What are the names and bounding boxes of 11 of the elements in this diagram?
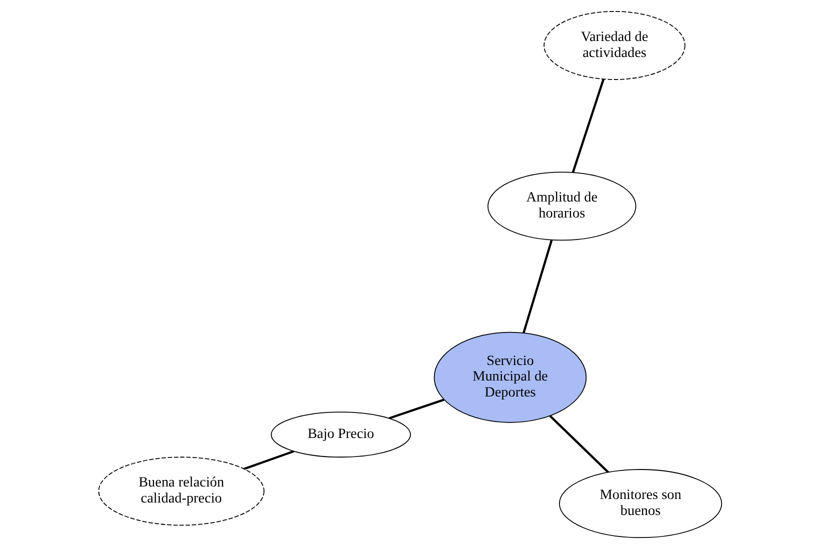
- node-ellipse: Monitores son buenos: [558, 469, 722, 538]
- connector: [244, 450, 294, 470]
- node-ellipse: Buena relación calidad-precio: [98, 456, 264, 526]
- connector: [522, 240, 553, 334]
- connector: [388, 398, 444, 420]
- node-ellipse: Servicio Municipal de Deportes: [434, 332, 587, 423]
- connector: [572, 78, 605, 173]
- node-ellipse: Variedad de actividades: [544, 10, 686, 80]
- node-ellipse: Amplitud de horarios: [487, 172, 636, 241]
- node-ellipse: Bajo Precio: [270, 412, 411, 458]
- connector: [549, 415, 610, 474]
